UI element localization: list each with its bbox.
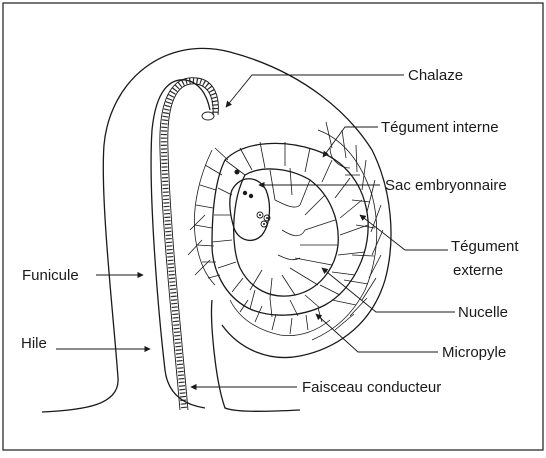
integument-cells (188, 122, 383, 340)
label-hile: Hile (21, 335, 47, 352)
outer-integument-outline (42, 48, 391, 412)
leader-micropyle (316, 314, 438, 352)
vascular-bundle (160, 78, 219, 410)
embryo-sac (230, 179, 270, 241)
label-sac-embryonnaire: Sac embryonnaire (385, 177, 507, 194)
label-chalaze: Chalaze (408, 67, 463, 84)
label-tegument-externe-line2: externe (453, 262, 503, 279)
label-funicule: Funicule (22, 267, 79, 284)
label-nucelle: Nucelle (458, 304, 508, 321)
label-tegument-externe-line1: Tégument (451, 238, 519, 255)
label-faisceau-conducteur: Faisceau conducteur (302, 379, 441, 396)
label-tegument-interne: Tégument interne (381, 119, 499, 136)
nucellus-cells (212, 142, 368, 317)
leader-nucelle (322, 268, 455, 312)
leader-tegument-interne (323, 127, 378, 157)
leader-tegument-externe (360, 215, 448, 250)
label-micropyle: Micropyle (442, 344, 506, 361)
funicle-base-outline (212, 300, 300, 411)
chalaza-tip (202, 112, 214, 120)
